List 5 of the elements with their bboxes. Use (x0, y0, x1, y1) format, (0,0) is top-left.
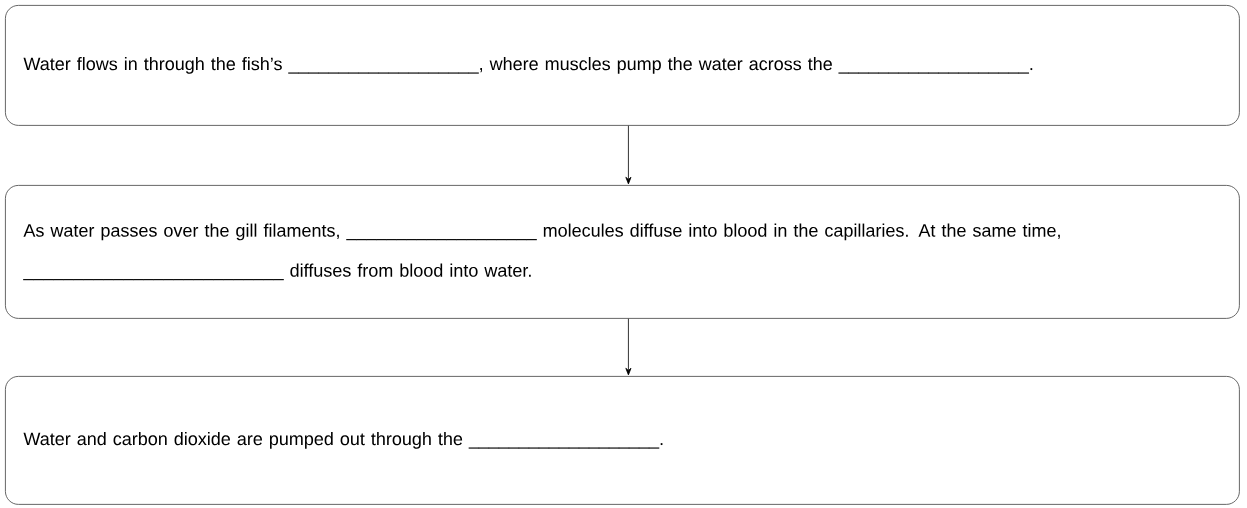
arrow (625, 318, 632, 376)
step-box: Water and carbon dioxide are pumped out through the ___________________. (5, 376, 1240, 505)
step-box: As water passes over the gill filaments, ___________________ molecules diffuse into blood in the capillaries. At the same time, __________________________ diffuses from blood into water. (5, 185, 1240, 319)
arrow (625, 125, 632, 185)
step-box: Water flows in through the fish’s ___________________, where muscles pump the water across the ___________________. (5, 5, 1240, 126)
